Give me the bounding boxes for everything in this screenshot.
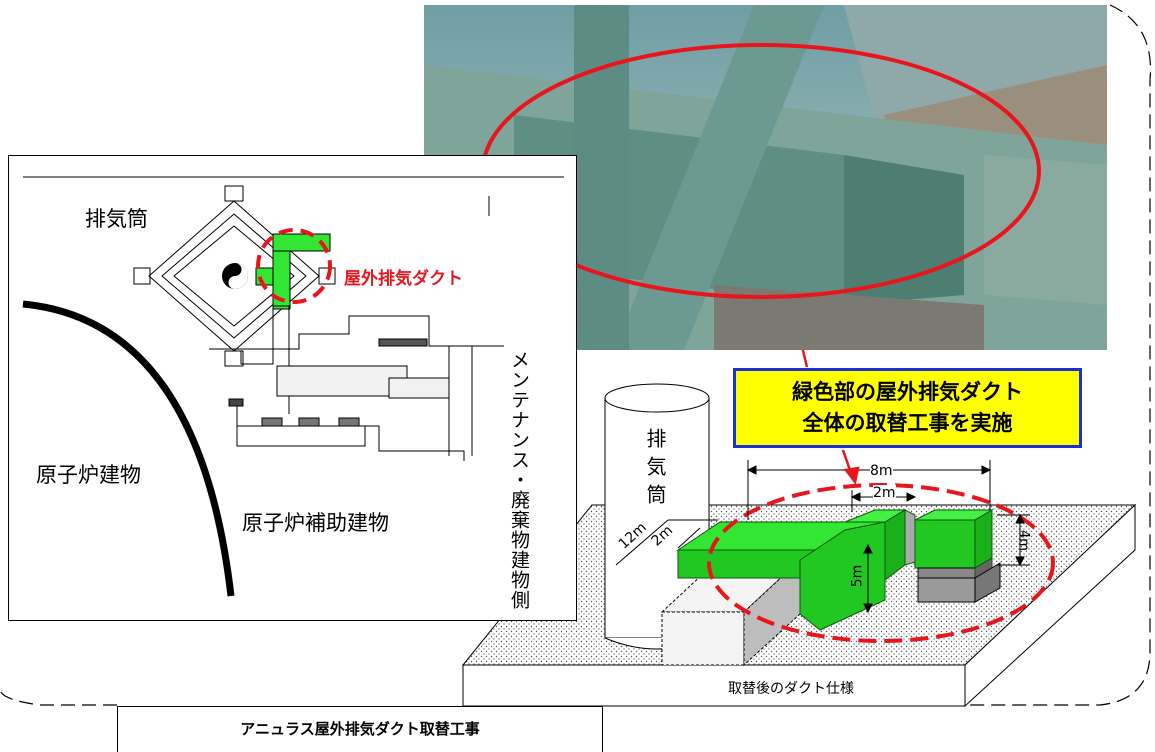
diagram-caption: アニュラス屋外排気ダクト取替工事 [117, 706, 603, 752]
dim-4m: 4m [1015, 530, 1031, 551]
callout-line-1: 緑色部の屋外排気ダクト [792, 380, 1023, 404]
plan-view-drawing [22, 176, 564, 597]
duct-spec-label: 取替後のダクト仕様 [728, 681, 854, 697]
plan-green-duct [255, 233, 331, 310]
iso-stack-label: 排気筒 [643, 428, 667, 512]
reactor-building-label: 原子炉建物 [36, 463, 141, 487]
replacement-callout: 緑色部の屋外排気ダクト 全体の取替工事を実施 [733, 368, 1082, 448]
maintenance-building-label: メンテナンス・廃棄物建物側 [508, 350, 530, 610]
plan-outdoor-duct-label: 屋外排気ダクト [344, 269, 463, 289]
iso-green-duct [676, 509, 1001, 631]
callout-line-2: 全体の取替工事を実施 [802, 411, 1013, 435]
duct-photo [424, 5, 1107, 350]
dim-8m: 8m [870, 463, 893, 479]
iso-dimension-lines [615, 460, 1030, 614]
iso-stack-cylinder [604, 383, 710, 650]
dim-5m: 5m [849, 564, 866, 588]
duct-photo-illustration [424, 5, 1107, 350]
aux-building-label: 原子炉補助建物 [242, 511, 389, 535]
dim-2m-top: 2m [873, 485, 896, 501]
plan-aux-building-lines [209, 305, 504, 461]
plan-stack-label: 排気筒 [85, 207, 148, 231]
plan-view-box [8, 155, 577, 621]
outer-dashed-boundary [0, 4, 1152, 706]
